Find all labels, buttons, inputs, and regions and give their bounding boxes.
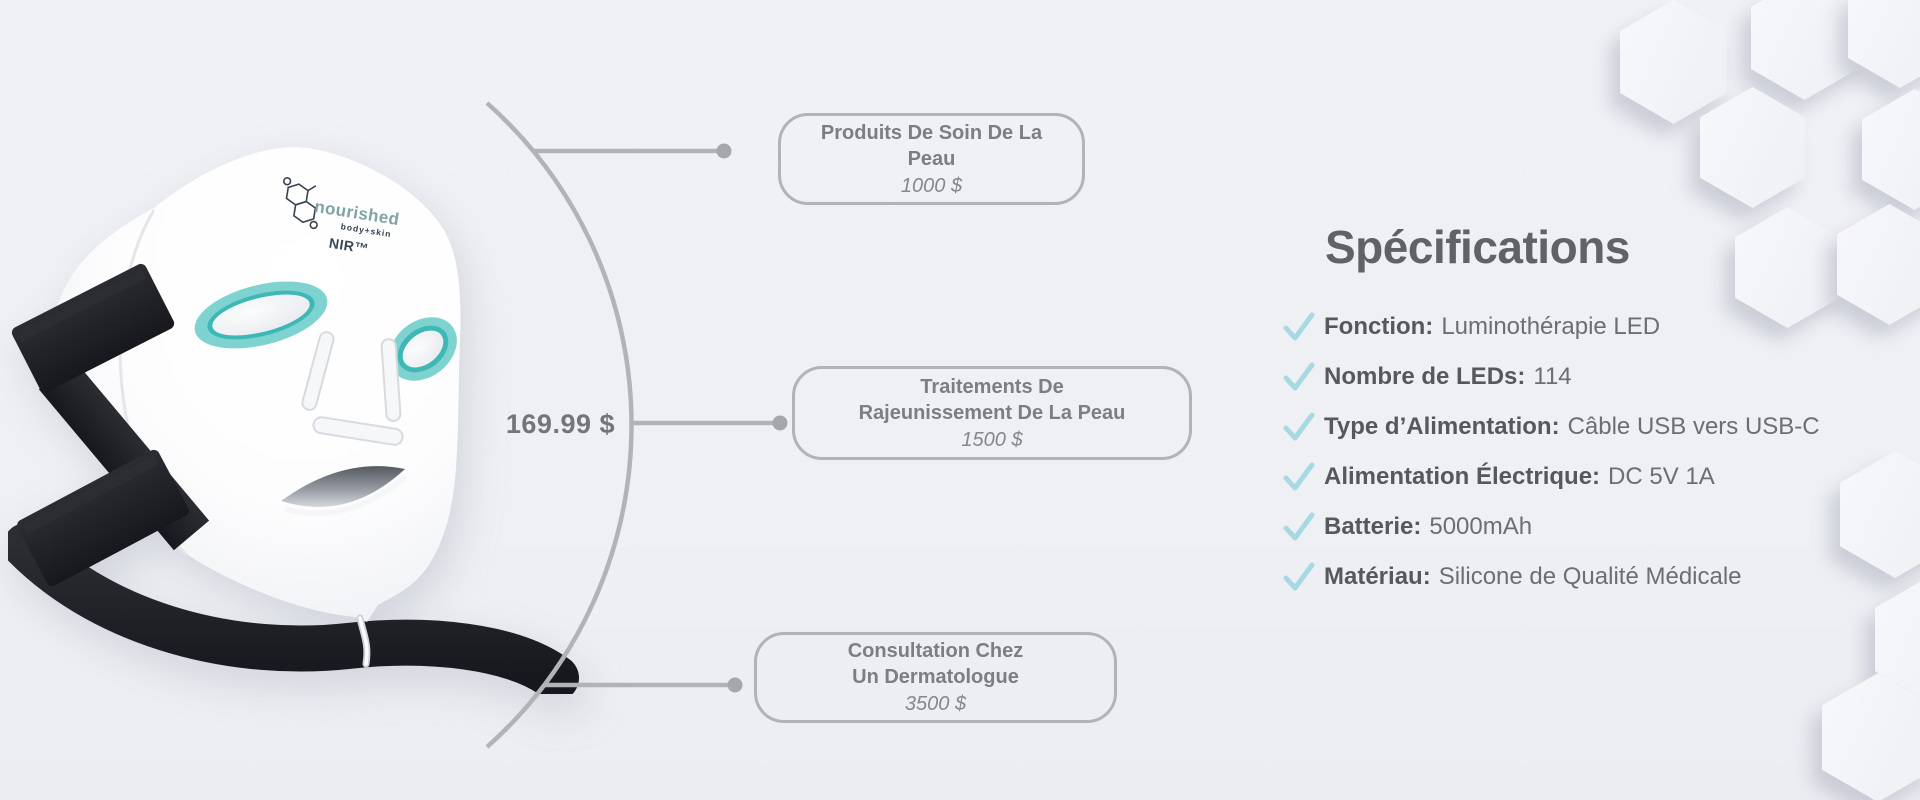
comparison-card-dermatologist-consultation: Consultation Chez Un Dermatologue 3500 $ [754,632,1117,723]
spec-label: Type d’Alimentation: [1324,412,1560,440]
connector-dot [716,143,732,159]
spec-item-fonction: Fonction: Luminothérapie LED [1283,304,1820,349]
connector-dot [727,677,743,693]
spec-value: 114 [1533,362,1572,390]
check-icon [1283,462,1315,490]
check-icon [1283,512,1315,540]
hexagon-decor [1837,204,1920,325]
spec-value: 5000mAh [1429,512,1533,540]
spec-value: Silicone de Qualité Médicale [1438,562,1742,590]
comparison-title: Consultation Chez Un Dermatologue [847,640,1024,688]
spec-item-nombre-leds: Nombre de LEDs: 114 [1283,354,1820,399]
product-image-led-mask: nourished body+skin NIR™ [3,128,588,701]
check-icon [1283,312,1315,340]
svg-text:NIR™: NIR™ [328,235,370,257]
hexagon-decor [1822,673,1920,800]
mask-cable [356,614,371,668]
mask-right-eye [389,317,457,381]
specifications-section: Spécifications Fonction: Luminothérapie … [1283,220,1820,604]
spec-value: Câble USB vers USB-C [1567,412,1820,440]
spec-item-alimentation-electrique: Alimentation Électrique: DC 5V 1A [1283,454,1820,499]
hexagon-decor [1840,451,1920,578]
comparison-title: Produits De Soin De La Peau [820,121,1043,170]
spec-label: Alimentation Électrique: [1324,462,1601,490]
comparison-price: 3500 $ [904,693,967,715]
check-icon [1283,362,1315,390]
spec-item-batterie: Batterie: 5000mAh [1283,504,1820,549]
spec-item-type-alimentation: Type d’Alimentation: Câble USB vers USB-… [1283,404,1820,449]
comparison-price: 1000 $ [900,174,963,197]
mask-mouth [281,466,408,517]
spec-value: DC 5V 1A [1608,462,1715,490]
spec-label: Nombre de LEDs: [1324,362,1526,390]
specifications-title: Spécifications [1325,221,1630,273]
connector-dot [772,415,788,431]
mask-nose [301,331,404,446]
spec-label: Matériau: [1324,562,1431,590]
hexagon-decor [1848,0,1920,88]
hexagon-decor [1620,0,1727,124]
comparison-card-skincare-products: Produits De Soin De La Peau 1000 $ [778,113,1085,205]
mask-left-eye [194,281,328,349]
specifications-list: Fonction: Luminothérapie LED Nombre de L… [1283,304,1820,604]
hexagon-decor [1862,89,1920,210]
comparison-card-rejuvenation-treatments: Traitements De Rajeunissement De La Peau… [792,366,1192,460]
hexagon-decor [1751,0,1858,100]
spec-label: Fonction: [1324,312,1434,340]
check-icon [1283,412,1315,440]
hexagon-decor [1735,207,1840,328]
comparison-price: 1500 $ [961,428,1023,451]
comparison-title: Traitements De Rajeunissement De La Peau [858,375,1126,424]
check-icon [1283,562,1315,590]
spec-value: Luminothérapie LED [1441,312,1661,340]
product-price: 169.99 $ [505,409,615,439]
mask-side-straps [11,263,210,587]
hexagon-decor [1700,87,1805,208]
spec-item-materiau: Matériau: Silicone de Qualité Médicale [1283,554,1820,599]
spec-label: Batterie: [1324,512,1422,540]
molecule-icon [282,177,318,230]
